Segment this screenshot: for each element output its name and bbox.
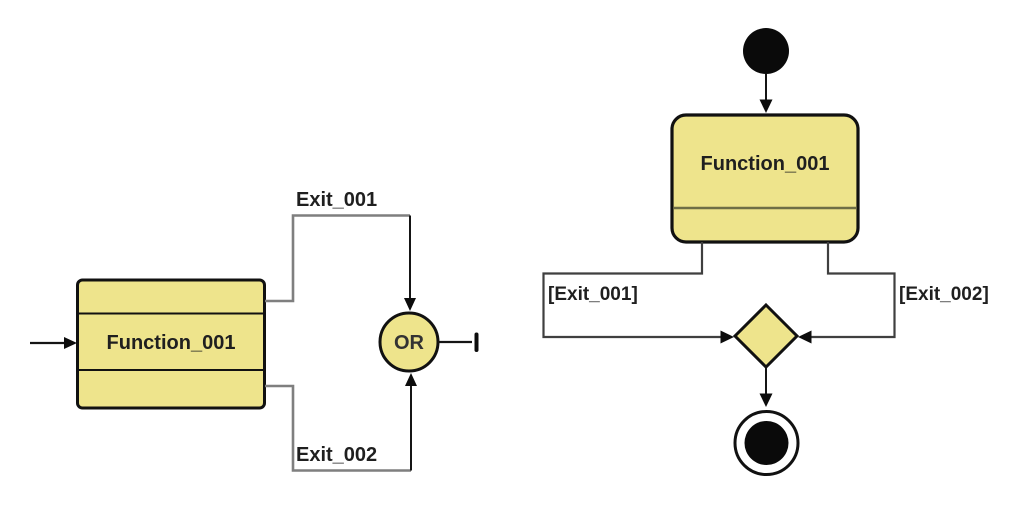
function-block-diagram: Function_001 Exit_001 Exit_002 OR	[30, 189, 479, 472]
initial-node-icon[interactable]	[743, 28, 789, 74]
guard-exit002-connector[interactable]	[811, 242, 896, 339]
arrowhead-down-icon	[759, 393, 773, 407]
arrowhead-right-icon	[64, 337, 77, 349]
exit001-connector[interactable]	[265, 214, 410, 303]
action-node[interactable]	[670, 113, 860, 244]
arrowhead-down-icon	[404, 298, 416, 311]
arrowhead-down-icon	[759, 99, 773, 113]
exit002-connector[interactable]	[265, 384, 411, 472]
arrowhead-left-icon	[798, 330, 812, 344]
final-node-inner-icon	[744, 421, 789, 465]
function-block[interactable]	[76, 278, 266, 410]
activity-diagram: Function_001 [Exit_001] [Exit_002]	[542, 28, 989, 476]
function-block-label: Function_001	[107, 332, 236, 354]
or-junction-label: OR	[394, 332, 425, 354]
guard-exit001-label: [Exit_001]	[548, 284, 638, 305]
guard-exit002-label: [Exit_002]	[899, 284, 989, 305]
arrowhead-up-icon	[405, 373, 417, 386]
guard-exit001-connector[interactable]	[542, 242, 722, 339]
action-node-label: Function_001	[701, 153, 830, 175]
exit002-label: Exit_002	[296, 444, 377, 466]
arrowhead-right-icon	[720, 330, 734, 344]
decision-diamond-icon[interactable]	[732, 302, 800, 370]
exit001-label: Exit_001	[296, 189, 377, 211]
